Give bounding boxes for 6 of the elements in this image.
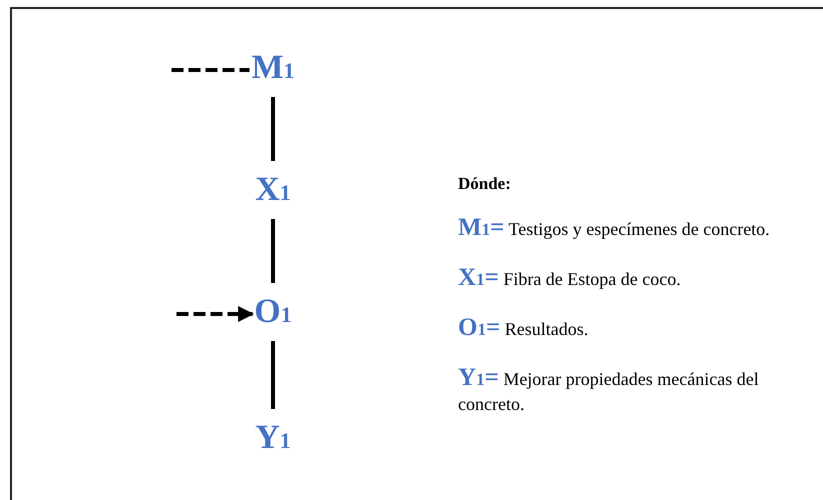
arrow xyxy=(176,306,254,322)
connector-line xyxy=(172,68,250,72)
legend-heading: Dónde: xyxy=(458,174,512,194)
connector-line xyxy=(271,341,275,409)
connector-line xyxy=(271,219,275,283)
connector-line xyxy=(271,97,275,161)
